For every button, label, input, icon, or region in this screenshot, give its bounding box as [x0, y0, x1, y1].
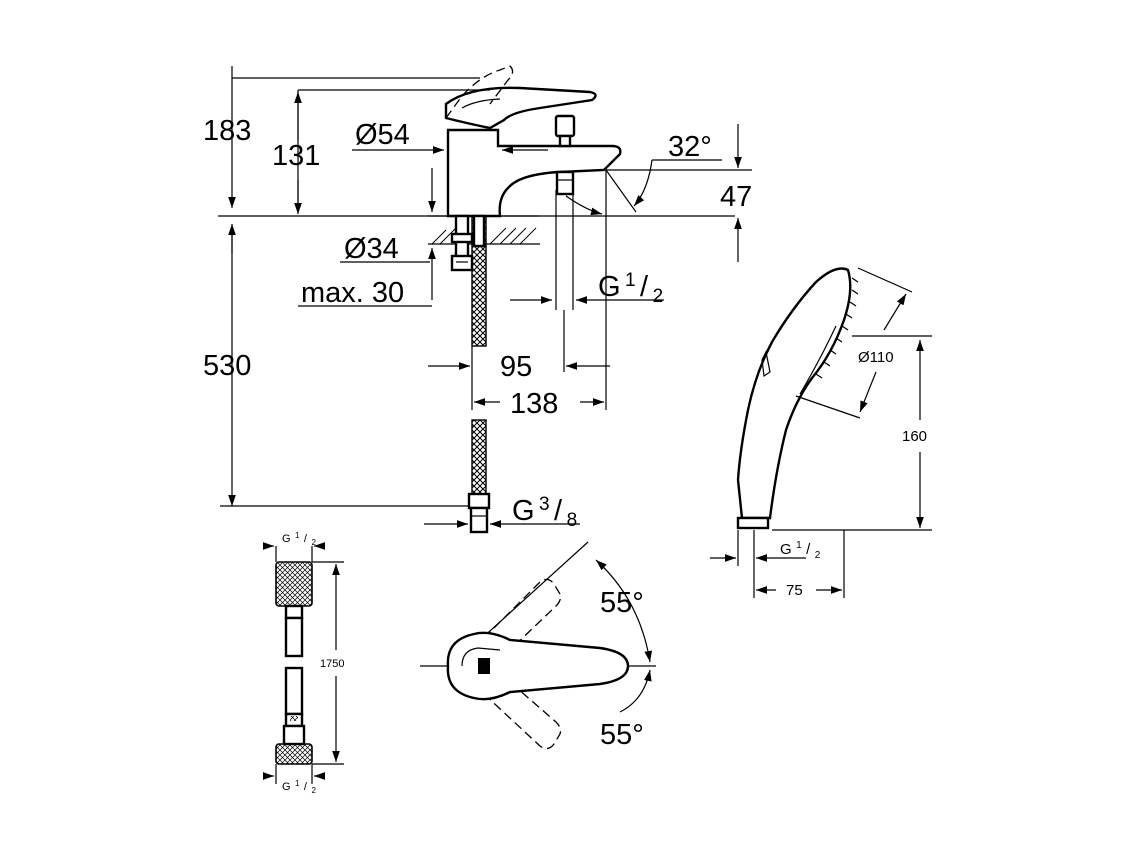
- dim-dia-34: Ø34: [344, 233, 399, 265]
- mounting-set: [450, 214, 474, 272]
- dim-95: 95: [500, 351, 532, 383]
- hose-tube-lower: [284, 666, 304, 716]
- hand-shower-body: [736, 267, 852, 520]
- dim-angle-32: 32°: [668, 131, 712, 163]
- dim-131: 131: [272, 140, 320, 172]
- faucet-side-view: 183 131 Ø54 Ø34 max. 30 530 G 3 / 8: [203, 65, 752, 534]
- dim-75: 75: [786, 582, 803, 599]
- dim-1750: 1750: [320, 658, 344, 670]
- outlet-connector: [555, 170, 575, 196]
- hose-thread-bottom: G 1 / 2: [282, 773, 316, 795]
- lever-top-body: [446, 631, 630, 701]
- thread-supply: G 3 / 8: [512, 494, 577, 531]
- dim-160: 160: [902, 428, 927, 445]
- angle-up: 55°: [600, 587, 644, 619]
- dim-138: 138: [510, 388, 558, 420]
- spray-nozzles: [815, 277, 859, 379]
- hose-view: G 1 / 2 G 1 / 2 1750: [263, 525, 344, 795]
- lever-top-view: 55° 55°: [420, 541, 656, 751]
- lever-position-down: [483, 681, 562, 750]
- dim-47: 47: [720, 181, 752, 213]
- dim-dia-110: Ø110: [858, 349, 894, 366]
- dim-dia-54: Ø54: [355, 119, 410, 151]
- thread-outlet: G 1 / 2: [598, 270, 663, 307]
- dim-530: 530: [203, 350, 251, 382]
- faucet-body: [446, 128, 622, 218]
- hose-tube-upper: [284, 616, 304, 658]
- hose-nut-top: [275, 561, 313, 607]
- hand-shower-view: Ø110 160 G 1 / 2 75: [710, 267, 932, 599]
- dim-max-30: max. 30: [301, 277, 404, 309]
- lever-indicator: [478, 658, 490, 674]
- angle-down: 55°: [600, 719, 644, 751]
- dim-183: 183: [203, 115, 251, 147]
- diverter-knob: [554, 114, 576, 148]
- hose-thread-top: G 1 / 2: [282, 525, 316, 547]
- supply-hose: [467, 214, 491, 534]
- hand-shower-connector: [736, 516, 770, 530]
- lever-position-up: [483, 578, 562, 651]
- hose-nut-bottom: [275, 743, 313, 765]
- hand-shower-thread: G 1 / 2: [780, 535, 821, 561]
